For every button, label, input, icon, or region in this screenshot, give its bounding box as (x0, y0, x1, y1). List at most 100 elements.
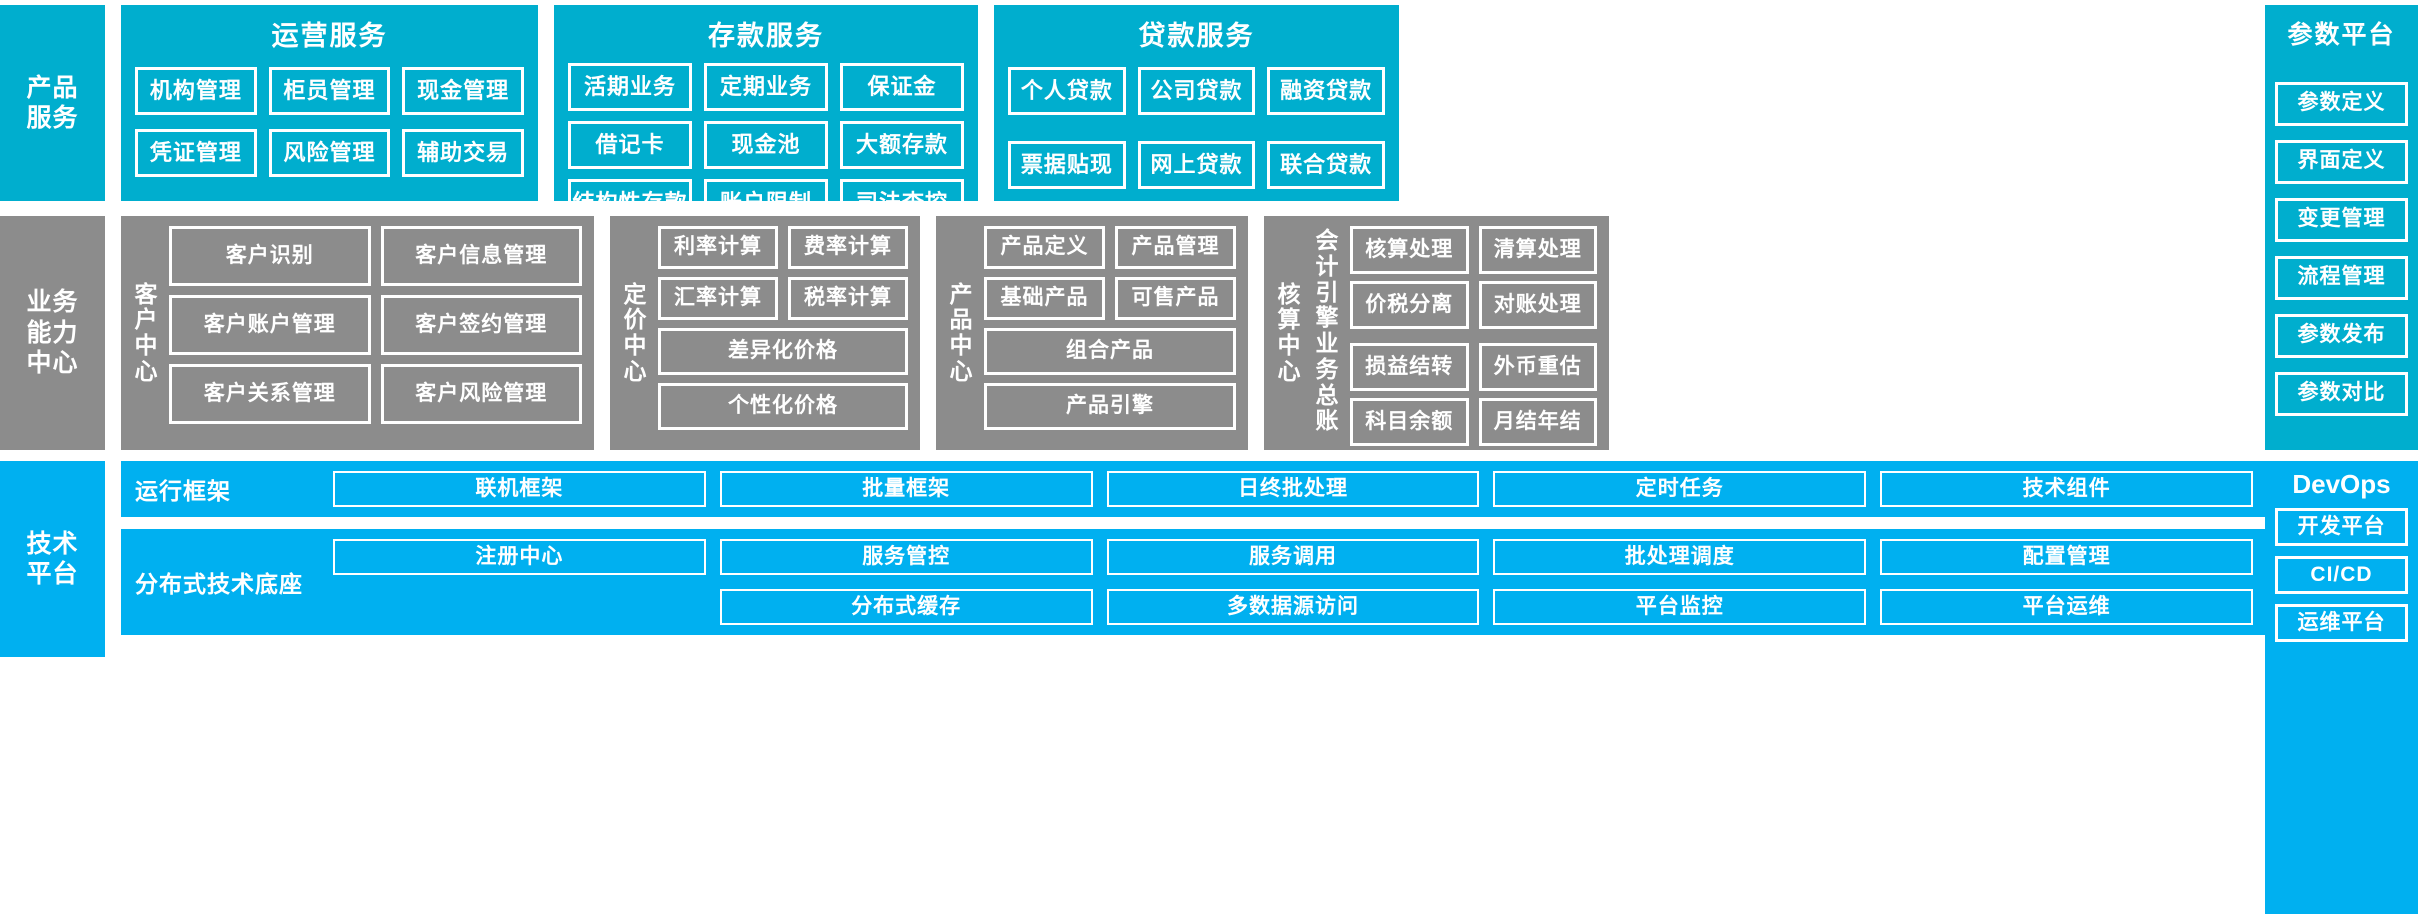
tech-row-distributed-base: 分布式技术底座 注册中心 服务管控 服务调用 批处理调度 配置管理 分布式缓存 … (121, 529, 2267, 635)
vlabel-accounting-engine: 会 计 引 擎 (1312, 227, 1342, 331)
tile-base-product[interactable]: 基础产品 (984, 277, 1105, 320)
tile-customer-contract-management[interactable]: 客户签约管理 (380, 295, 582, 355)
tile-batch-framework[interactable]: 批量框架 (719, 471, 1093, 507)
tile-personal-loan[interactable]: 个人贷款 (1008, 67, 1126, 115)
tile-customer-identification[interactable]: 客户识别 (169, 226, 371, 286)
customer-center-row: 客户账户管理 客户签约管理 (169, 295, 582, 355)
band-business-capability: 业务 能力 中心 客 户 中 心 客户识别 客户信息管理 客户账户管理 客户签约… (0, 216, 2423, 450)
tile-multi-datasource-access[interactable]: 多数据源访问 (1106, 589, 1480, 625)
rail-title-devops: DevOps (2292, 469, 2391, 499)
tile-month-year-end-closing[interactable]: 月结年结 (1478, 398, 1597, 446)
band-label-line-1: 产品 (26, 73, 79, 102)
panel-pricing-center: 定 价 中 心 利率计算 费率计算 汇率计算 税率计算 差异化价格 个性化价格 (610, 216, 920, 450)
tile-batch-scheduling[interactable]: 批处理调度 (1493, 539, 1867, 575)
tile-product-definition[interactable]: 产品定义 (984, 226, 1105, 269)
vlabel-char-1: 产 (949, 280, 973, 307)
tile-parameter-release[interactable]: 参数发布 (2275, 313, 2408, 358)
tile-grid-loan-services: 个人贷款 公司贷款 融资贷款 票据贴现 网上贷款 联合贷款 (1008, 67, 1385, 189)
tile-financing-loan[interactable]: 融资贷款 (1267, 67, 1385, 115)
pricing-center-row: 汇率计算 税率计算 (658, 277, 908, 320)
tile-differentiated-pricing[interactable]: 差异化价格 (658, 328, 908, 375)
tile-technical-component[interactable]: 技术组件 (1880, 471, 2253, 507)
tile-personalized-pricing[interactable]: 个性化价格 (658, 383, 908, 430)
tile-operations-platform[interactable]: 运维平台 (2275, 604, 2408, 642)
tile-debit-card[interactable]: 借记卡 (568, 121, 692, 169)
rail-devops: DevOps 开发平台 CI/CD 运维平台 (2265, 461, 2418, 914)
panel-title-operation-services: 运营服务 (271, 21, 388, 51)
tile-exchange-rate-calculation[interactable]: 汇率计算 (658, 277, 778, 320)
vlabel-char-1: 核 (1277, 280, 1301, 307)
tile-syndicated-loan[interactable]: 联合贷款 (1267, 141, 1385, 189)
tile-development-platform[interactable]: 开发平台 (2275, 508, 2408, 546)
tile-end-of-day-batch[interactable]: 日终批处理 (1106, 471, 1480, 507)
tile-service-invocation[interactable]: 服务调用 (1106, 539, 1480, 575)
tile-product-engine[interactable]: 产品引擎 (984, 383, 1236, 430)
tech-row-label-distributed-base: 分布式技术底座 (135, 571, 303, 597)
tile-distributed-cache[interactable]: 分布式缓存 (719, 589, 1093, 625)
tile-product-management[interactable]: 产品管理 (1115, 226, 1236, 269)
tile-corporate-loan[interactable]: 公司贷款 (1137, 67, 1256, 115)
tile-customer-relationship-management[interactable]: 客户关系管理 (169, 364, 371, 424)
tile-cash-management[interactable]: 现金管理 (402, 67, 524, 115)
tile-tax-rate-calculation[interactable]: 税率计算 (788, 277, 908, 320)
vlabel-char-2: 户 (134, 306, 158, 333)
tile-customer-account-management[interactable]: 客户账户管理 (169, 295, 371, 355)
tile-scheduled-task[interactable]: 定时任务 (1493, 471, 1867, 507)
tile-process-management[interactable]: 流程管理 (2275, 255, 2408, 300)
tile-margin-deposit[interactable]: 保证金 (840, 63, 964, 111)
vlabel-customer-center: 客 户 中 心 (131, 226, 161, 440)
tile-platform-monitoring[interactable]: 平台监控 (1493, 589, 1867, 625)
tile-service-governance[interactable]: 服务管控 (719, 539, 1093, 575)
tile-configuration-management[interactable]: 配置管理 (1880, 539, 2253, 575)
tile-interest-rate-calculation[interactable]: 利率计算 (658, 226, 778, 269)
tile-auxiliary-transaction[interactable]: 辅助交易 (402, 129, 524, 177)
customer-center-row: 客户识别 客户信息管理 (169, 226, 582, 286)
tile-cash-pool[interactable]: 现金池 (704, 121, 828, 169)
accounting-center-inner: 会 计 引 擎 业 务 总 账 核算处理 清算处理 (1312, 226, 1597, 446)
tile-registry-center[interactable]: 注册中心 (333, 539, 706, 575)
tile-foreign-currency-revaluation[interactable]: 外币重估 (1478, 343, 1597, 391)
tile-grid-deposit-services: 活期业务 定期业务 保证金 借记卡 现金池 大额存款 结构性存款 账户限制 司法… (568, 63, 964, 227)
customer-center-row: 客户关系管理 客户风险管理 (169, 364, 582, 424)
tile-voucher-management[interactable]: 凭证管理 (135, 129, 257, 177)
tile-interface-definition[interactable]: 界面定义 (2275, 139, 2408, 184)
tile-online-loan[interactable]: 网上贷款 (1137, 141, 1256, 189)
tile-online-framework[interactable]: 联机框架 (333, 471, 706, 507)
tile-sellable-product[interactable]: 可售产品 (1115, 277, 1236, 320)
tile-bill-discount[interactable]: 票据贴现 (1008, 141, 1126, 189)
vlabel-product-center: 产 品 中 心 (946, 226, 976, 440)
tile-org-management[interactable]: 机构管理 (135, 67, 257, 115)
tile-subject-balance[interactable]: 科目余额 (1350, 398, 1469, 446)
tile-risk-management[interactable]: 风险管理 (268, 129, 391, 177)
accounting-engine-group: 核算处理 清算处理 价税分离 对账处理 (1350, 226, 1597, 329)
tile-parameter-definition[interactable]: 参数定义 (2275, 81, 2408, 126)
tile-price-tax-separation[interactable]: 价税分离 (1350, 281, 1469, 329)
tile-composite-product[interactable]: 组合产品 (984, 328, 1236, 375)
band-product-services: 产品 服务 运营服务 机构管理 柜员管理 现金管理 凭证管理 风险管理 辅助交易… (0, 5, 2423, 227)
tile-large-deposit[interactable]: 大额存款 (840, 121, 964, 169)
tile-customer-info-management[interactable]: 客户信息管理 (380, 226, 582, 286)
tile-time-deposit[interactable]: 定期业务 (704, 63, 828, 111)
tile-parameter-comparison[interactable]: 参数对比 (2275, 371, 2408, 416)
tile-ci-cd[interactable]: CI/CD (2275, 556, 2408, 594)
band-label-line-1: 技术 (26, 529, 79, 558)
tile-platform-operations[interactable]: 平台运维 (1880, 589, 2253, 625)
vlabel-char-1: 客 (134, 280, 158, 307)
tile-change-management[interactable]: 变更管理 (2275, 197, 2408, 242)
band-label-business-capability: 业务 能力 中心 (0, 216, 105, 450)
tile-reconciliation-processing[interactable]: 对账处理 (1478, 281, 1597, 329)
vlabel-char-4: 心 (1277, 357, 1301, 384)
tile-accounting-processing[interactable]: 核算处理 (1350, 226, 1469, 274)
tile-profit-loss-carryover[interactable]: 损益结转 (1350, 343, 1469, 391)
tile-teller-management[interactable]: 柜员管理 (268, 67, 391, 115)
vlabel-char-3: 引 (1315, 278, 1339, 305)
band-technical-platform: 技术 平台 运行框架 联机框架 批量框架 日终批处理 定时任务 技术组件 分布式… (0, 461, 2423, 914)
tile-settlement-processing[interactable]: 清算处理 (1478, 226, 1597, 274)
band-label-technical-platform: 技术 平台 (0, 461, 105, 657)
pricing-center-row: 利率计算 费率计算 (658, 226, 908, 269)
vlabel-char-4: 心 (949, 357, 973, 384)
tile-customer-risk-management[interactable]: 客户风险管理 (380, 364, 582, 424)
tile-demand-deposit[interactable]: 活期业务 (568, 63, 692, 111)
tile-fee-rate-calculation[interactable]: 费率计算 (788, 226, 908, 269)
